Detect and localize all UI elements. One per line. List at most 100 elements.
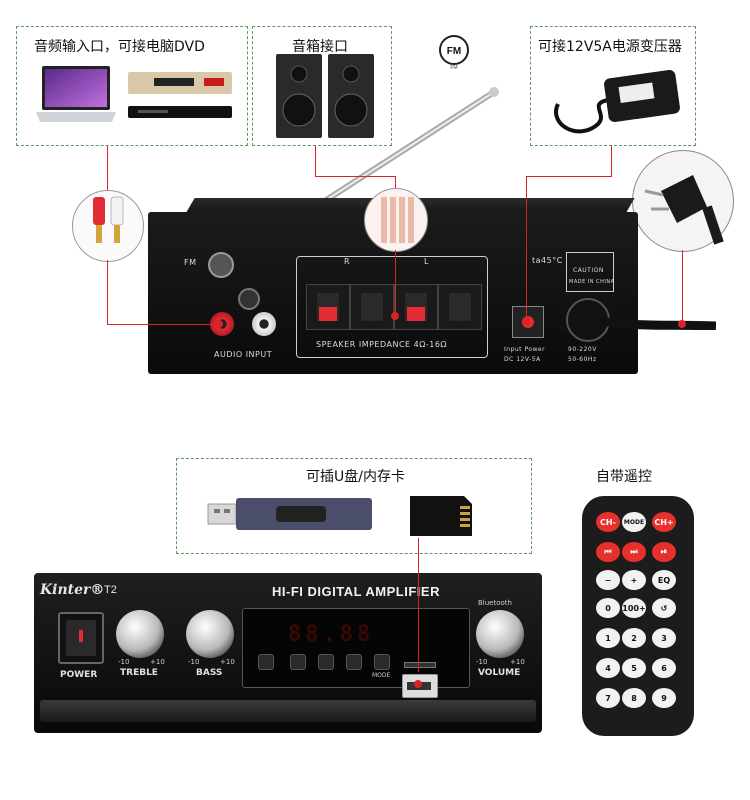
- remote-button-0[interactable]: CH-: [596, 512, 620, 532]
- led-display: 88.88: [288, 622, 375, 647]
- remote-button-5[interactable]: ⏯: [652, 542, 676, 562]
- remote-button-1[interactable]: MODE: [622, 512, 646, 532]
- mode-label: MODE: [372, 672, 391, 679]
- power-switch[interactable]: [58, 612, 104, 664]
- remote-button-8[interactable]: EQ: [652, 570, 676, 590]
- remote-button-13[interactable]: 2: [622, 628, 646, 648]
- remote-button-9[interactable]: 0: [596, 598, 620, 618]
- bass-max: +10: [220, 658, 235, 666]
- remote-button-12[interactable]: 1: [596, 628, 620, 648]
- leader-dot: [215, 320, 223, 328]
- leader-line: [682, 250, 683, 324]
- next-button[interactable]: [346, 654, 362, 670]
- leader-line: [526, 176, 527, 320]
- remote-button-20[interactable]: 9: [652, 688, 676, 708]
- audio-input-caption: 音频输入口，可接电脑DVD: [34, 39, 205, 55]
- power-adapter-caption-box: [530, 26, 696, 146]
- speaker-terminal-2: [350, 284, 394, 330]
- power-cord: [584, 306, 717, 331]
- model-label: T2: [104, 584, 117, 596]
- leader-line: [395, 176, 396, 188]
- speaker-r-label: R: [344, 257, 351, 266]
- bass-label: BASS: [196, 668, 223, 678]
- remote-button-15[interactable]: 4: [596, 658, 620, 678]
- ground-screw: [238, 288, 260, 310]
- brand-logo: Kinter®: [40, 582, 105, 598]
- input-power-label: Input Power: [504, 346, 546, 353]
- usb-drive-image: [206, 494, 374, 534]
- treble-max: +10: [150, 658, 165, 666]
- power-label: POWER: [60, 670, 98, 680]
- power-button[interactable]: [258, 654, 274, 670]
- audio-input-caption-box: [16, 26, 248, 146]
- usb-card-caption-box: [176, 458, 532, 554]
- remote-button-2[interactable]: CH+: [652, 512, 676, 532]
- ac-range-label: 90-220V: [568, 346, 597, 353]
- volume-min: -10: [476, 658, 488, 666]
- volume-label: VOLUME: [478, 668, 521, 678]
- memory-card-image: [408, 494, 474, 538]
- speaker-port-caption: 音箱接口: [292, 39, 348, 55]
- fm-logo-icon: FM FM: [436, 34, 472, 71]
- remote-button-18[interactable]: 7: [596, 688, 620, 708]
- fm-antenna-jack: [208, 252, 234, 278]
- temperature-label: ta45°C: [532, 256, 563, 265]
- treble-min: -10: [118, 658, 130, 666]
- svg-text:FM: FM: [447, 46, 461, 57]
- speaker-terminal-3: [394, 284, 438, 330]
- leader-line: [395, 250, 396, 314]
- panel-title: HI-FI DIGITAL AMPLIFIER: [272, 584, 440, 599]
- remote-button-14[interactable]: 3: [652, 628, 676, 648]
- audio-input-white-jack: [252, 312, 276, 336]
- leader-dot: [391, 312, 399, 320]
- leader-dot: [678, 320, 686, 328]
- remote-button-7[interactable]: +: [622, 570, 646, 590]
- volume-knob[interactable]: [476, 610, 524, 658]
- leader-dot: [522, 317, 530, 325]
- mode-button[interactable]: [374, 654, 390, 670]
- audio-input-label: AUDIO INPUT: [214, 350, 273, 359]
- remote-button-6[interactable]: −: [596, 570, 620, 590]
- leader-line: [418, 538, 419, 672]
- speaker-terminal-4: [438, 284, 482, 330]
- leader-dot: [414, 680, 422, 688]
- power-adapter-image: [548, 64, 688, 142]
- card-slot[interactable]: [404, 662, 436, 668]
- dvd-player-image: [124, 66, 236, 126]
- remote-caption: 自带遥控: [596, 469, 652, 485]
- remote-button-16[interactable]: 5: [622, 658, 646, 678]
- treble-knob[interactable]: [116, 610, 164, 658]
- remote-button-11[interactable]: ↺: [652, 598, 676, 618]
- ac-freq-label: 50-60Hz: [568, 356, 597, 363]
- leader-line: [611, 146, 612, 176]
- bass-knob[interactable]: [186, 610, 234, 658]
- prev-button[interactable]: [290, 654, 306, 670]
- leader-line: [526, 176, 612, 177]
- leader-line: [107, 260, 108, 324]
- front-base-strip: [40, 700, 536, 722]
- leader-line: [315, 176, 395, 177]
- remote-button-19[interactable]: 8: [622, 688, 646, 708]
- speaker-terminal-block: [296, 256, 488, 358]
- rca-plugs-circle: [72, 190, 144, 262]
- bass-min: -10: [188, 658, 200, 666]
- usb-card-caption: 可插U盘/内存卡: [306, 469, 405, 485]
- leader-line: [107, 146, 108, 190]
- leader-line: [315, 146, 316, 176]
- bluetooth-label: Bluetooth: [478, 599, 512, 607]
- speaker-port-caption-box: [252, 26, 392, 146]
- remote-button-4[interactable]: ⏭: [622, 542, 646, 562]
- power-adapter-caption: 可接12V5A电源变压器: [538, 39, 682, 55]
- remote-button-3[interactable]: ⏮: [596, 542, 620, 562]
- play-pause-button[interactable]: [318, 654, 334, 670]
- remote-button-17[interactable]: 6: [652, 658, 676, 678]
- speaker-terminal-1: [306, 284, 350, 330]
- treble-label: TREBLE: [120, 668, 158, 678]
- rear-fm-label: FM: [184, 258, 197, 267]
- leader-line: [107, 324, 219, 325]
- remote-button-10[interactable]: 100+: [622, 598, 646, 618]
- speaker-impedance-label: SPEAKER IMPEDANCE 4Ω-16Ω: [316, 340, 448, 349]
- speakers-image: [274, 52, 376, 140]
- eu-plug-circle: [632, 150, 734, 252]
- speaker-l-label: L: [424, 257, 429, 266]
